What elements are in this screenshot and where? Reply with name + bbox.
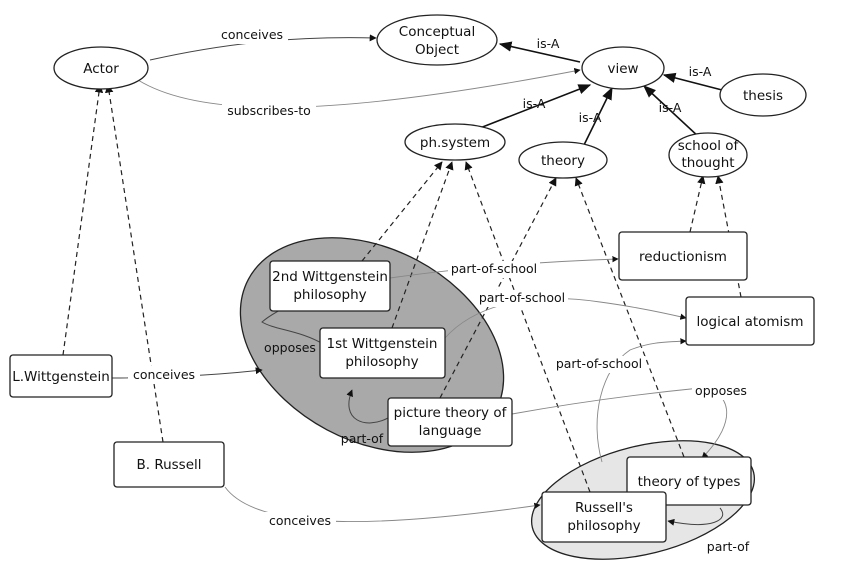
svg-text:part-of-school: part-of-school [556,356,642,371]
svg-text:L.Wittgenstein: L.Wittgenstein [12,369,110,385]
svg-text:Object: Object [415,42,459,58]
label-isa-conceptual: is-A [537,36,560,51]
edge-1stwitt-phsystem [391,161,454,329]
edge-part-of-school-1stwitt [444,298,687,339]
node-2nd-wittgenstein-philosophy: 2nd Wittgenstein philosophy [269,260,391,312]
svg-text:thought: thought [681,155,734,171]
label-isa-phsystem: is-A [523,96,546,111]
svg-text:picture theory of: picture theory of [394,405,508,421]
edge-brussell-conceives [224,486,541,523]
svg-text:Actor: Actor [83,61,119,77]
edge-view-conceptual [498,41,581,63]
node-l-wittgenstein: L.Wittgenstein [9,354,113,398]
label-part-of-left: part-of [341,431,384,446]
node-conceptual-object: Conceptual Object [376,14,498,66]
svg-text:language: language [419,423,482,439]
label-isa-theory: is-A [579,110,602,125]
node-picture-theory-of-language: picture theory of language [387,397,513,447]
svg-text:logical atomism: logical atomism [697,314,804,330]
svg-text:theory: theory [541,153,585,169]
label-part-of-school-3: part-of-school [553,356,645,373]
edge-phsystem-view [479,84,592,129]
svg-text:subscribes-to: subscribes-to [227,103,311,118]
svg-text:conceives: conceives [133,367,195,382]
label-isa-school: is-A [659,100,682,115]
node-logical-atomism: logical atomism [685,296,815,346]
svg-text:ph.system: ph.system [420,135,490,151]
svg-text:philosophy: philosophy [293,287,366,303]
edge-2ndwitt-phsystem [361,161,443,262]
svg-text:thesis: thesis [743,88,783,104]
svg-text:philosophy: philosophy [345,354,418,370]
svg-text:philosophy: philosophy [567,518,640,534]
node-ph-system: ph.system [404,123,506,161]
svg-text:part-of-school: part-of-school [479,290,565,305]
edge-actor-subscribes [137,67,581,108]
edge-reductionism-school [689,175,706,233]
edge-theoryoftypes-theory [574,177,685,458]
edge-picture-theory [439,177,557,399]
label-subscribes-to: subscribes-to [222,102,316,120]
svg-text:2nd Wittgenstein: 2nd Wittgenstein [272,269,388,285]
edge-part-of-school-russell [596,338,687,463]
svg-text:1st Wittgenstein: 1st Wittgenstein [327,336,438,352]
svg-text:B. Russell: B. Russell [136,457,201,473]
node-thesis: thesis [719,73,807,117]
node-1st-wittgenstein-philosophy: 1st Wittgenstein philosophy [319,327,446,379]
node-school-of-thought: school of thought [668,132,748,178]
svg-text:theory of types: theory of types [638,474,741,490]
node-reductionism: reductionism [618,231,748,281]
edge-thesis-view [662,72,723,91]
edge-theory-view [583,86,613,146]
label-conceives-top: conceives [216,26,288,44]
svg-text:part-of-school: part-of-school [451,261,537,276]
node-actor: Actor [53,46,149,90]
svg-text:opposes: opposes [695,383,747,398]
edge-part-of-right [667,507,724,526]
svg-text:school of: school of [678,138,740,154]
node-view: view [581,46,665,90]
label-part-of-school-1: part-of-school [448,261,540,278]
edge-russellphil-phsystem [464,161,591,493]
label-opposes-left: opposes [264,340,316,355]
label-opposes-right: opposes [692,383,750,400]
svg-text:conceives: conceives [269,513,331,528]
label-part-of-right: part-of [707,539,750,554]
label-part-of-school-2: part-of-school [476,290,568,307]
node-b-russell: B. Russell [113,441,225,488]
node-russells-philosophy: Russell's philosophy [541,491,667,543]
edge-school-view [643,85,701,139]
label-isa-thesis: is-A [689,64,712,79]
svg-text:reductionism: reductionism [639,249,727,265]
label-conceives-russell: conceives [264,512,336,530]
node-theory: theory [518,141,608,179]
edge-lwittgenstein-actor [62,84,104,356]
svg-text:view: view [607,61,638,77]
edge-brussell-actor [105,84,164,443]
svg-text:conceives: conceives [221,27,283,42]
svg-text:Russell's: Russell's [575,500,633,516]
edge-part-of-left [346,389,389,424]
svg-text:Conceptual: Conceptual [399,24,475,40]
label-conceives-wittgenstein: conceives [128,366,200,384]
